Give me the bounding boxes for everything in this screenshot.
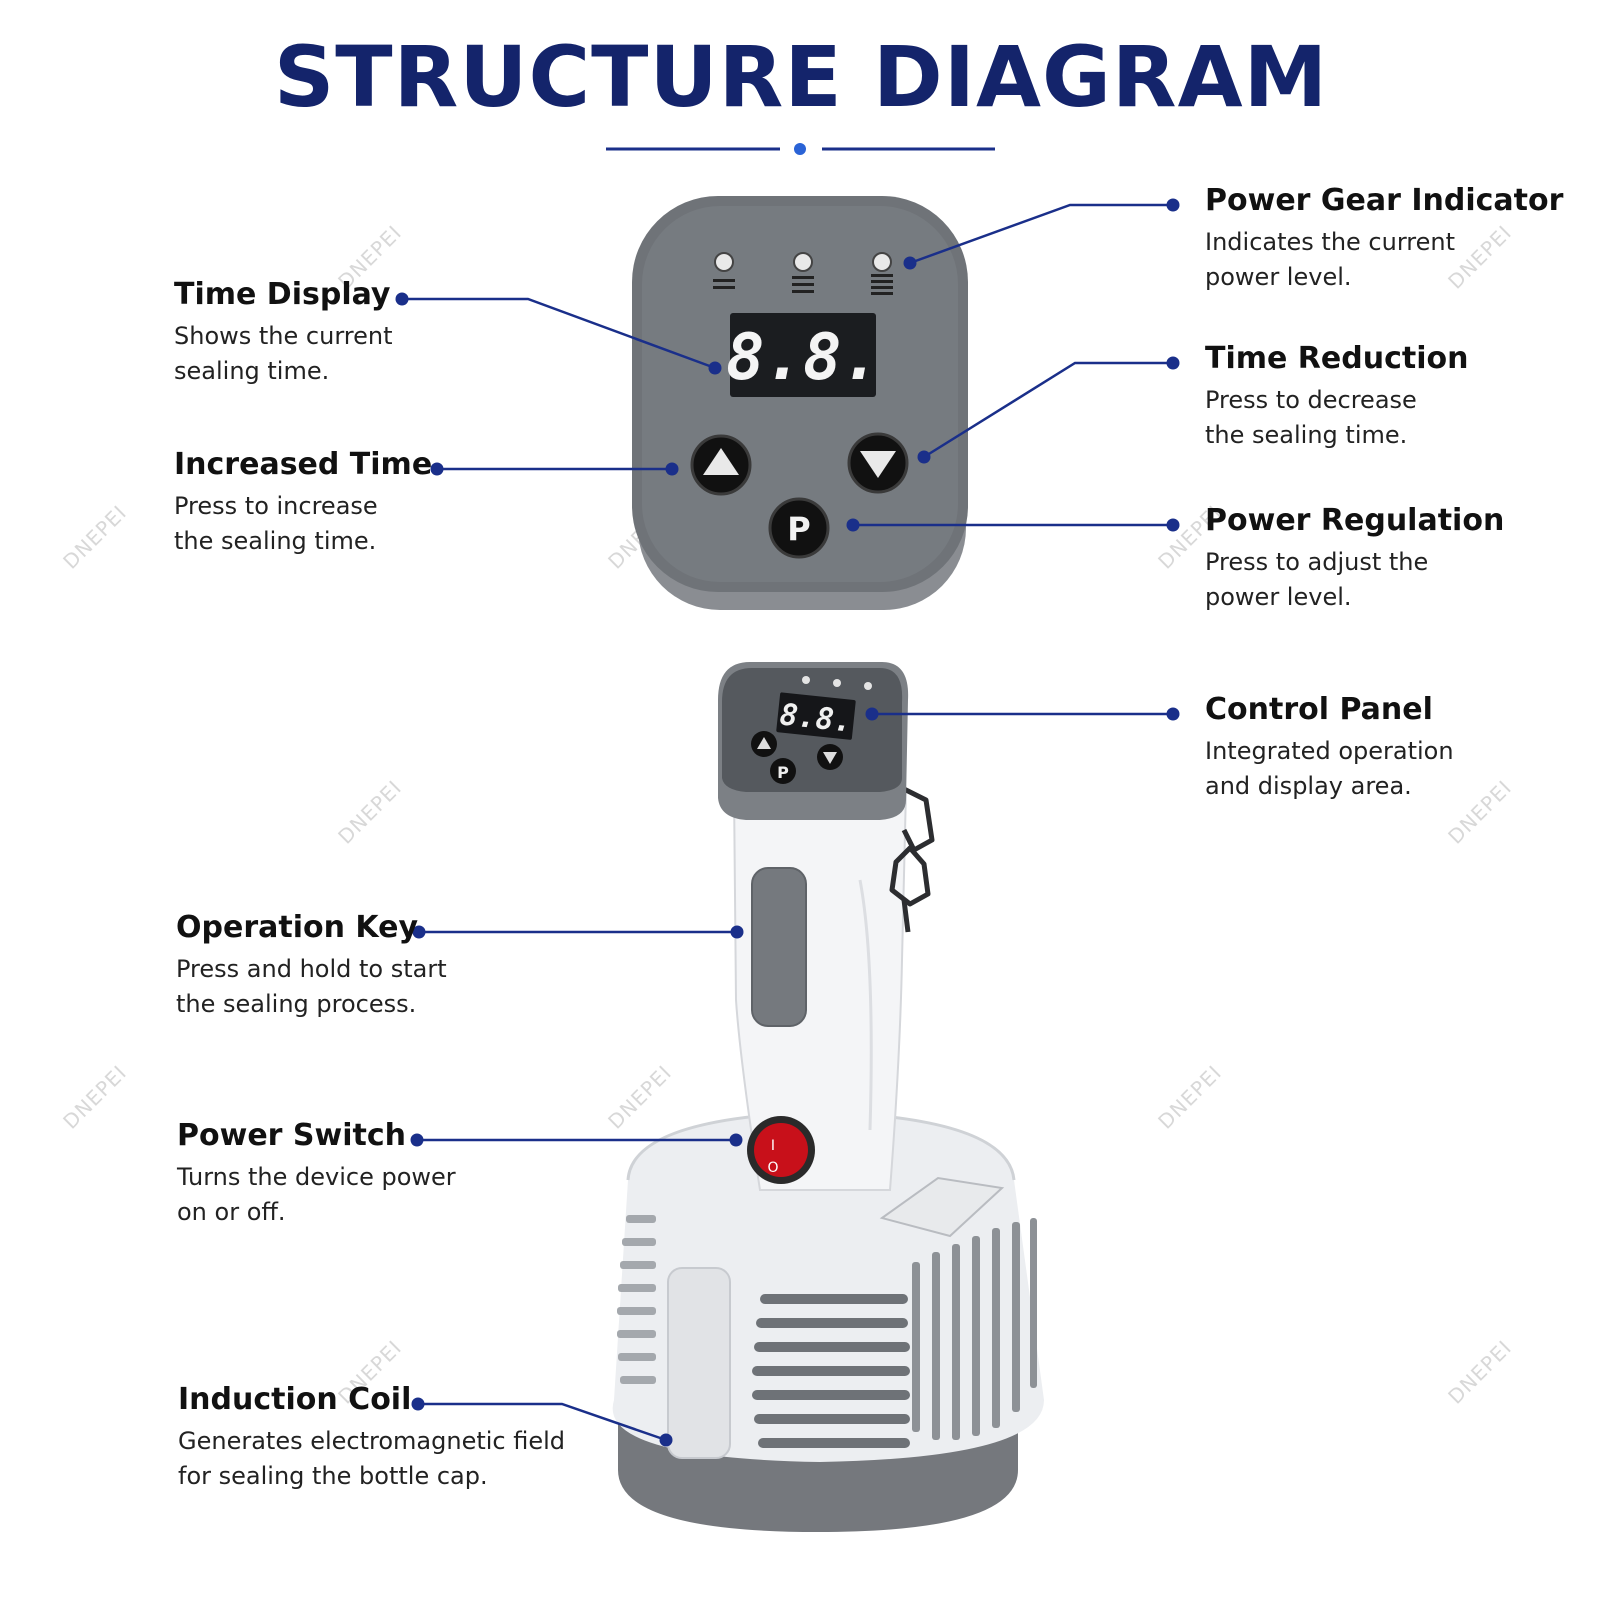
power-button-letter: P [787, 510, 810, 548]
switch-on-mark: I [771, 1138, 775, 1154]
page-title: STRUCTURE DIAGRAM [273, 28, 1329, 126]
time-display-screen: 8.8. [726, 313, 880, 397]
power-regulation-button[interactable]: P [768, 497, 830, 559]
label-desc-line: on or off. [177, 1198, 286, 1226]
hanging-hook [889, 785, 935, 933]
label-desc-line: Shows the current [174, 322, 393, 350]
label-control-panel: Control Panel Integrated operation and d… [1205, 692, 1454, 804]
sealer-device: I O 8.8. [612, 662, 1044, 1532]
label-title: Power Regulation [1205, 503, 1505, 538]
label-desc-line: sealing time. [174, 357, 330, 385]
power-gear-indicator [713, 252, 893, 295]
side-vents-right [912, 1218, 1037, 1440]
increase-time-button[interactable] [690, 434, 752, 496]
time-reduction-button[interactable] [847, 432, 909, 494]
label-desc-line: the sealing time. [1205, 421, 1408, 449]
label-desc-line: Press to decrease [1205, 386, 1417, 414]
side-vents-left [617, 1215, 656, 1384]
label-desc-line: power level. [1205, 263, 1352, 291]
mini-power-button-letter: P [777, 763, 789, 782]
label-title: Operation Key [176, 910, 419, 945]
leader-dots [395, 198, 1180, 1447]
power-switch[interactable]: I O [747, 1116, 815, 1184]
label-induction-coil: Induction Coil Generates electromagnetic… [178, 1382, 565, 1494]
label-title: Increased Time [174, 447, 433, 482]
label-desc-line: the sealing time. [174, 527, 377, 555]
leader-lines [402, 203, 1173, 1442]
label-title: Induction Coil [178, 1382, 412, 1417]
label-operation-key: Operation Key Press and hold to start th… [176, 910, 447, 1022]
label-desc-line: the sealing process. [176, 990, 417, 1018]
label-desc-line: Press to increase [174, 492, 378, 520]
label-time-reduction: Time Reduction Press to decrease the sea… [1205, 341, 1468, 453]
label-title: Power Gear Indicator [1205, 183, 1564, 218]
label-power-gear-indicator: Power Gear Indicator Indicates the curre… [1205, 183, 1563, 295]
label-power-regulation: Power Regulation Press to adjust the pow… [1205, 503, 1504, 615]
label-increased-time: Increased Time Press to increase the sea… [174, 447, 432, 559]
label-desc-line: for sealing the bottle cap. [178, 1462, 488, 1490]
label-desc-line: Turns the device power [177, 1163, 456, 1191]
label-title: Power Switch [177, 1118, 406, 1153]
title-divider [606, 143, 995, 155]
label-time-display: Time Display Shows the current sealing t… [174, 277, 392, 389]
label-title: Control Panel [1205, 692, 1433, 727]
label-title: Time Reduction [1205, 341, 1469, 376]
operation-key[interactable] [751, 867, 807, 1027]
control-panel-closeup: 8.8. P [632, 196, 968, 610]
label-desc-line: Press and hold to start [176, 955, 447, 983]
label-power-switch: Power Switch Turns the device power on o… [177, 1118, 456, 1230]
label-desc-line: and display area. [1205, 772, 1412, 800]
mini-display-reading: 8.8. [778, 697, 854, 739]
label-desc-line: Integrated operation [1205, 737, 1454, 765]
front-vents [752, 1294, 910, 1448]
switch-off-mark: O [767, 1160, 778, 1176]
display-reading: 8.8. [726, 321, 880, 395]
label-desc-line: Indicates the current [1205, 228, 1455, 256]
label-desc-line: Press to adjust the [1205, 548, 1429, 576]
label-title: Time Display [174, 277, 391, 312]
label-desc-line: Generates electromagnetic field [178, 1427, 566, 1455]
label-desc-line: power level. [1205, 583, 1352, 611]
